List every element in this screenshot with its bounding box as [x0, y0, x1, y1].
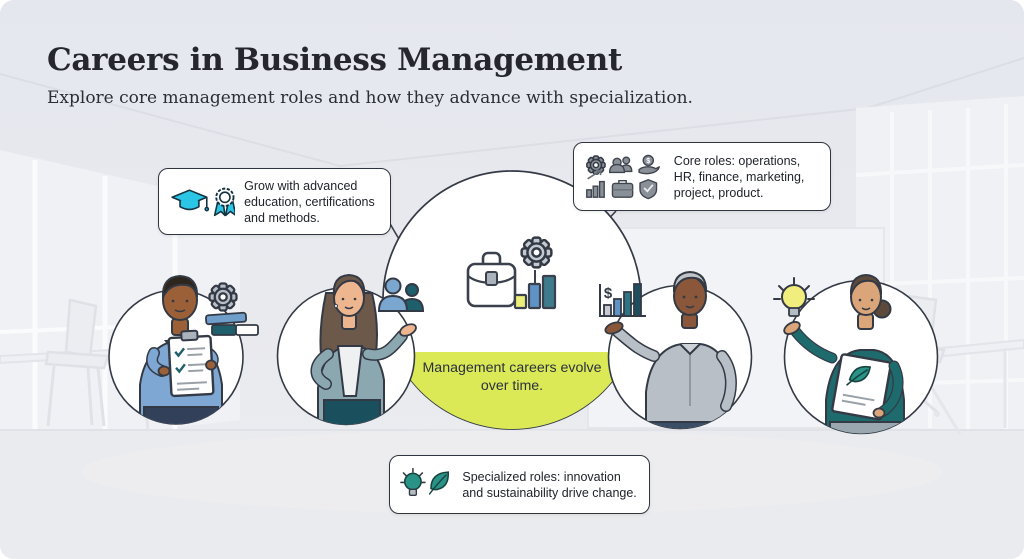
hand-coin-icon: $	[638, 154, 660, 174]
specialized-icons	[400, 467, 449, 496]
callout-specialized: Specialized roles: innovation and sustai…	[389, 455, 650, 514]
revenue-chart-icon: $	[599, 283, 646, 317]
gear-icon	[208, 282, 238, 312]
person-woman-with-lightbulb	[773, 273, 939, 435]
gear-icon	[520, 236, 553, 269]
lightbulb-icon	[773, 277, 815, 317]
education-callout-text: Grow with advanced education, certificat…	[244, 178, 375, 225]
person-man-presenting-chart: $	[599, 270, 753, 430]
core-roles-callout-text: Core roles: operations, HR, finance, mar…	[673, 153, 805, 200]
specialized-callout-text: Specialized roles: innovation and sustai…	[462, 469, 637, 500]
growth-bars-icon	[513, 274, 557, 310]
briefcase-icon	[611, 179, 634, 198]
person-woman-presenting-team	[276, 273, 425, 426]
books-icon	[205, 311, 259, 336]
growth-chart-icon	[586, 169, 605, 198]
medal-icon	[213, 187, 236, 216]
svg-text:$: $	[604, 285, 613, 302]
gear-icon	[586, 154, 606, 175]
evolution-caption: Management careers evolve over time.	[422, 360, 602, 395]
person-man-with-clipboard	[108, 274, 259, 425]
leaf-report	[831, 353, 892, 421]
briefcase-icon	[466, 251, 517, 308]
leaf-icon	[428, 470, 449, 495]
core-roles-icons: $	[586, 154, 660, 199]
shield-check-icon	[639, 178, 658, 199]
team-icon	[377, 277, 425, 312]
lightbulb-icon	[400, 467, 426, 496]
page-title: Careers in Business Management	[47, 42, 622, 78]
education-icons	[171, 187, 236, 216]
svg-text:$: $	[646, 156, 650, 165]
central-circle	[382, 170, 642, 430]
callout-education: Grow with advanced education, certificat…	[158, 168, 391, 235]
page-subtitle: Explore core management roles and how th…	[47, 88, 693, 108]
callout-core-roles: $ Core roles: operations, HR, finance, m…	[573, 142, 831, 211]
team-icon	[609, 155, 633, 173]
clipboard-checklist	[167, 329, 215, 398]
graduation-cap-icon	[171, 188, 210, 211]
